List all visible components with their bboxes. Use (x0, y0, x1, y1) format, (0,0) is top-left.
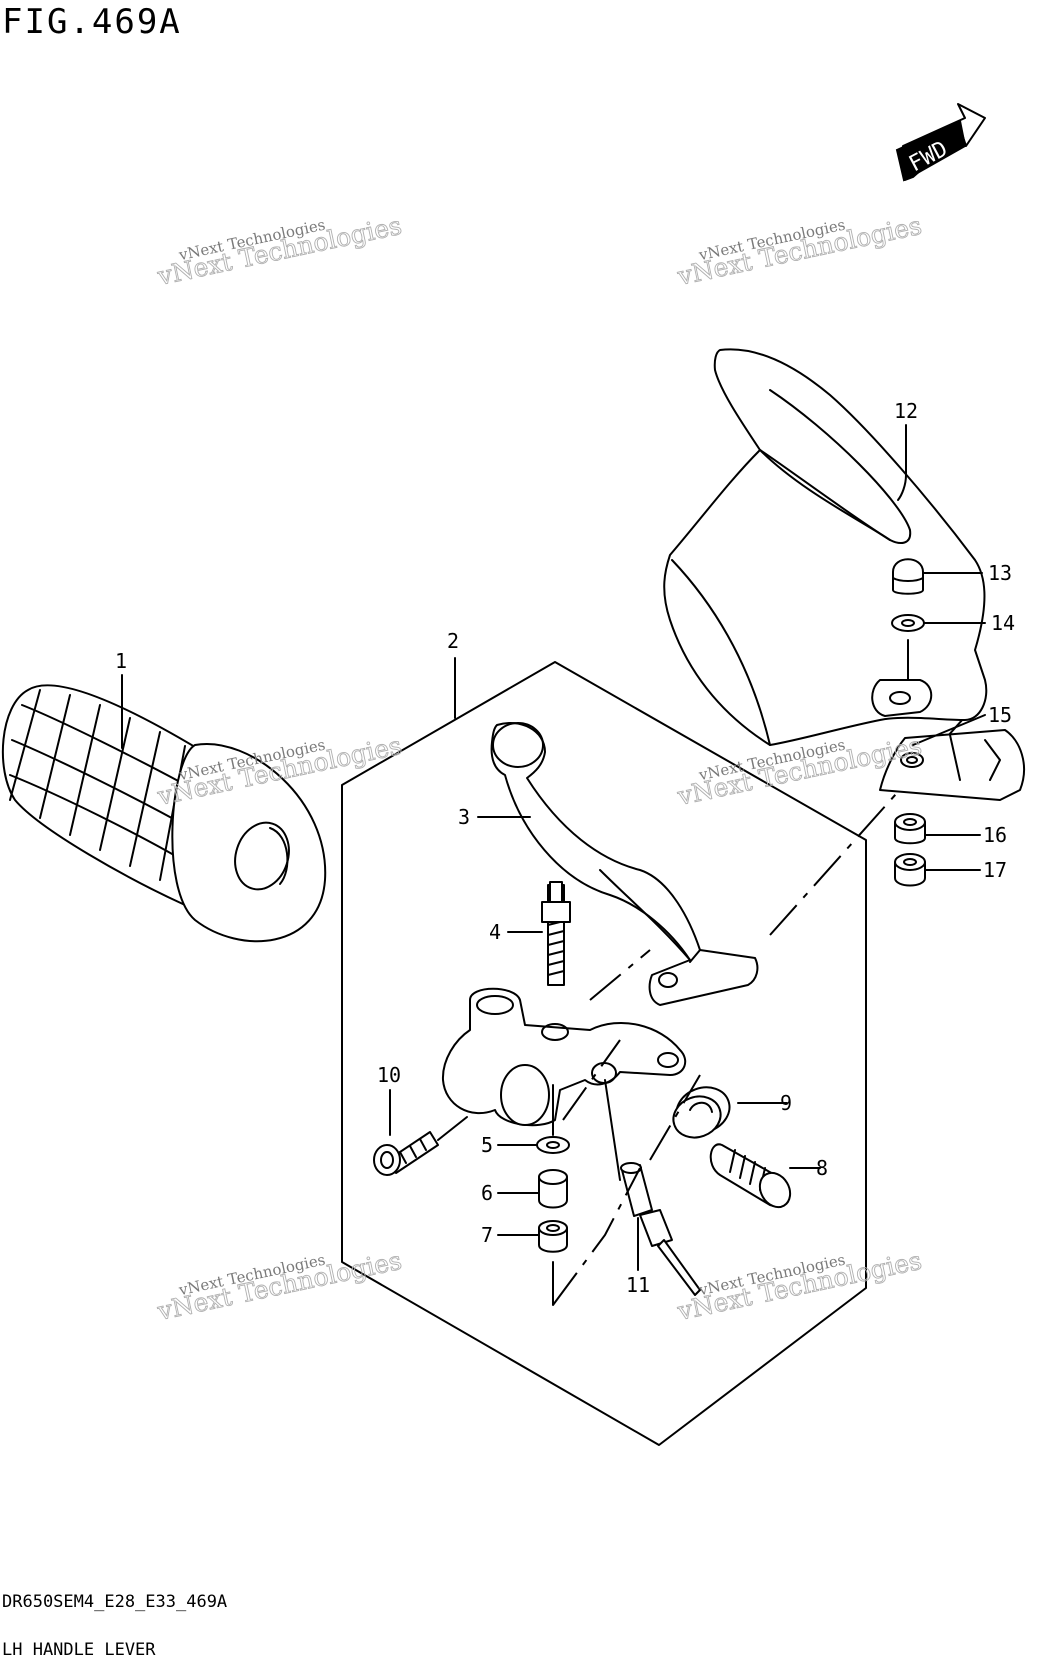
lever-bracket-part (441, 987, 687, 1127)
adjuster-nut-part (672, 1086, 731, 1139)
callout-17: 17 (983, 858, 1007, 882)
figure-title: FIG.469A (2, 2, 182, 42)
callout-8: 8 (816, 1156, 828, 1180)
bolt-part (541, 881, 571, 986)
callout-4: 4 (489, 920, 501, 944)
lever-part (490, 722, 759, 1006)
collar-part (538, 1176, 568, 1209)
hand-guard-part (663, 348, 988, 746)
callout-9: 9 (780, 1091, 792, 1115)
adjuster-bolt-part (709, 1143, 792, 1209)
watermark-top-left: vNext Technologies vNext Technologies (154, 210, 405, 291)
nut-part-17 (894, 853, 926, 887)
grip-part (1, 684, 327, 943)
callout-13: 13 (988, 561, 1012, 585)
callout-10: 10 (377, 1063, 401, 1087)
callout-6: 6 (481, 1181, 493, 1205)
callout-14: 14 (991, 611, 1015, 635)
callout-5: 5 (481, 1133, 493, 1157)
figure-caption: LH HANDLE LEVER (2, 1640, 156, 1660)
figure-code: DR650SEM4_E28_E33_469A (2, 1592, 228, 1612)
cable-end-part (604, 1079, 701, 1296)
assembly-outline (341, 661, 867, 1446)
watermark-bottom-left: vNext Technologies vNext Technologies (154, 1245, 405, 1326)
washer-collar-nut-stack (536, 1084, 570, 1306)
guard-mount-bracket-part (871, 679, 1025, 801)
callout-3: 3 (458, 805, 470, 829)
bracket-bolt-part (373, 1116, 468, 1176)
cap-nut-part (892, 558, 924, 595)
callout-11: 11 (626, 1273, 650, 1297)
callout-15: 15 (988, 703, 1012, 727)
callout-16: 16 (983, 823, 1007, 847)
callout-1: 1 (115, 649, 127, 673)
washer-part (536, 1136, 570, 1154)
fwd-arrow-badge: FWD (895, 103, 986, 182)
watermark-bottom-right: vNext Technologies vNext Technologies (674, 1245, 925, 1326)
callout-7: 7 (481, 1223, 493, 1247)
leader-lines (121, 424, 986, 1271)
callout-2: 2 (447, 629, 459, 653)
watermark-top-right: vNext Technologies vNext Technologies (674, 210, 925, 291)
callout-12: 12 (894, 399, 918, 423)
callout-labels: 1 2 3 4 5 6 7 8 9 10 11 12 13 14 15 16 1… (115, 399, 1015, 1297)
washer-part-14 (891, 614, 925, 681)
nut-part-16 (894, 813, 926, 845)
